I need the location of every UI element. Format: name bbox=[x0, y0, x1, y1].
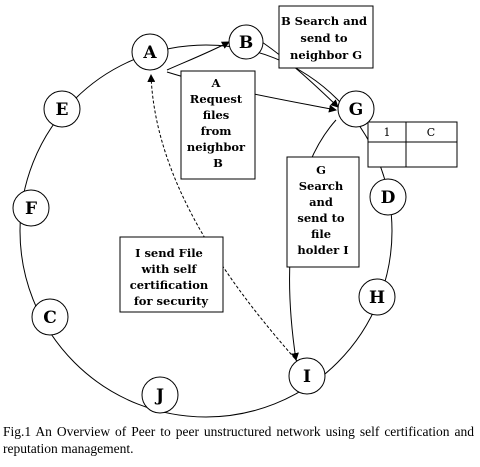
node-j: J bbox=[141, 376, 179, 414]
box-a-request bbox=[180, 70, 256, 180]
box-a-request-line5: neighbor bbox=[187, 140, 246, 154]
svg-text:A Request files fr: A Request files from neighbor B bbox=[187, 76, 249, 170]
node-i-label: I bbox=[303, 367, 311, 387]
node-c-label: C bbox=[43, 308, 57, 328]
box-b-search-line1: B Search and bbox=[281, 14, 367, 28]
arrow-i-to-a bbox=[147, 74, 299, 363]
table-cell-col2: C bbox=[427, 126, 435, 139]
node-j-label: J bbox=[154, 386, 164, 406]
node-f-label: F bbox=[25, 199, 37, 219]
figure-caption: Fig.1 An Overview of Peer to peer unstru… bbox=[3, 424, 474, 456]
node-b-label: B bbox=[239, 33, 253, 53]
node-a: A bbox=[131, 33, 169, 71]
node-g: G bbox=[337, 90, 375, 128]
node-e-label: E bbox=[56, 100, 69, 120]
box-a-request-line2: Request bbox=[190, 92, 243, 106]
box-g-search-line1: G bbox=[316, 163, 326, 177]
box-g-search-line5: file bbox=[311, 227, 331, 241]
routing-table: 1 C bbox=[367, 121, 458, 168]
node-a-label: A bbox=[142, 43, 157, 63]
box-g-search-line4: send to bbox=[297, 211, 345, 225]
box-b-search-line3: neighbor G bbox=[290, 48, 362, 62]
box-i-send bbox=[119, 236, 224, 313]
box-i-send-line3: certification bbox=[130, 278, 209, 292]
arrow-b-to-g bbox=[261, 41, 339, 108]
box-i-send-line2: with self bbox=[140, 262, 197, 276]
node-d: D bbox=[369, 178, 407, 216]
box-g-search-line6: holder I bbox=[297, 243, 348, 257]
box-a-request-line1: A bbox=[211, 76, 222, 90]
box-b-search bbox=[278, 5, 374, 69]
node-i: I bbox=[288, 357, 326, 395]
box-b-search-line2: send to bbox=[300, 31, 348, 45]
box-g-search bbox=[286, 156, 360, 268]
node-f: F bbox=[12, 189, 50, 227]
node-c: C bbox=[31, 298, 69, 336]
box-i-send-line4: for security bbox=[134, 294, 209, 308]
box-g-search-line3: and bbox=[309, 195, 333, 209]
box-g-search-line2: Search bbox=[299, 179, 344, 193]
box-a-request-line4: from bbox=[201, 124, 232, 138]
box-i-send-line1: I send File bbox=[135, 246, 203, 260]
svg-text:G Search and send: G Search and send to file holder I bbox=[297, 163, 348, 257]
box-a-request-line3: files bbox=[203, 108, 230, 122]
arrow-a-to-b bbox=[166, 41, 230, 71]
p2p-network-diagram: B Search and send to neighbor G A Reques… bbox=[12, 5, 458, 418]
node-h-label: H bbox=[369, 288, 385, 308]
network-ring bbox=[19, 44, 393, 418]
table-cell-col1: 1 bbox=[384, 126, 391, 139]
node-e: E bbox=[43, 90, 81, 128]
svg-text:I send File with self: I send File with self certification for … bbox=[130, 246, 213, 308]
node-g-label: G bbox=[349, 100, 364, 120]
node-d-label: D bbox=[381, 188, 396, 208]
node-h: H bbox=[358, 278, 396, 316]
svg-text:B Search and send to n: B Search and send to neighbor G bbox=[281, 14, 371, 62]
box-a-request-line6: B bbox=[213, 156, 223, 170]
node-b: B bbox=[228, 24, 264, 60]
